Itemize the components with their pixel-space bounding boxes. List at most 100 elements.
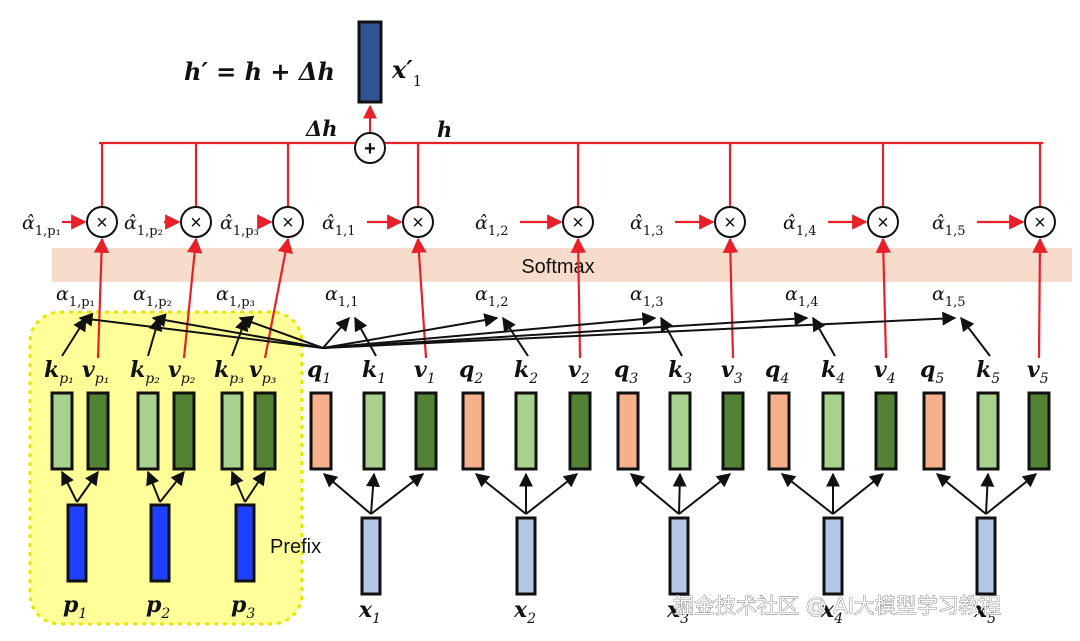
alpha-hat-label: α̂1,p₂ [124,212,163,239]
prefix-to-key-arrow [61,470,78,503]
prefix-value-label: vp₂ [168,357,196,387]
prefix-region [28,310,304,626]
value-vector [874,391,898,471]
key-score-arrow [354,316,377,357]
prefix-key-label: kp₁ [44,357,74,387]
input-to-key-arrow [672,472,687,515]
input-to-value-arrow [832,473,885,515]
value-to-mul-line [93,237,110,359]
input-token-label: x2 [513,597,536,627]
value-vector [1027,391,1051,471]
output-label: x′1 [391,55,422,90]
key-label: k4 [821,357,845,387]
key-label: k3 [668,357,692,387]
prefix-value-label: vp₃ [249,357,277,387]
delta-h-label: Δh [305,116,338,141]
query-score-arrow [322,311,957,349]
key-vector [668,391,692,471]
multiply-operator [867,206,899,238]
query-vector [922,391,946,471]
key-vector [821,391,845,471]
output-vector [357,20,383,104]
prefix-key-vector [50,391,74,471]
multiply-operator [402,206,434,238]
query-score-arrow [238,315,324,349]
input-to-query-arrow [935,473,987,515]
prefix-to-value-arrow [159,470,185,503]
value-label: v4 [874,357,896,387]
key-vector [976,391,1000,471]
value-to-mul-line [570,237,586,359]
alpha-hat-label: α̂1,4 [783,212,817,239]
input-to-value-arrow [370,473,425,515]
value-label: v5 [1027,357,1049,387]
prefix-token-label: p3 [231,592,255,622]
times-symbol: × [572,212,584,234]
multiply-operator [180,206,212,238]
times-symbol: × [190,212,202,234]
input-token-label: x3 [666,597,689,627]
times-symbol: × [282,212,294,234]
input-to-query-arrow [322,473,372,515]
key-score-arrow [231,316,249,357]
prefix-key-label: kp₂ [130,357,160,387]
multiply-operator [714,206,746,238]
multiply-operator [562,206,594,238]
prefix-key-vector [220,391,244,471]
alpha-label: α1,p₃ [216,283,255,310]
query-label: q4 [765,357,789,387]
query-score-arrow [78,312,324,349]
times-symbol: × [96,212,108,234]
key-score-arrow [61,316,87,357]
key-label: k1 [362,357,386,387]
alpha-hat-label: α̂1,p₁ [22,212,61,239]
prefix-token-label: p1 [63,592,87,622]
prefix-token-vector [66,503,88,583]
query-score-arrow [322,313,499,349]
alpha-label: α1,2 [475,283,509,310]
plus-operator [354,132,386,164]
input-token-vector [822,516,844,596]
prefix-key-label: kp₃ [214,357,244,387]
value-to-mul-line [722,237,739,359]
prefix-token-vector [149,503,171,583]
input-to-key-arrow [980,472,995,515]
value-to-mul-line [875,237,892,359]
equation: h′ = h + Δh [184,57,335,86]
prefix-value-vector [172,391,196,471]
value-label: v1 [414,357,436,387]
multiply-operator [272,206,304,238]
value-to-mul-line [182,237,203,359]
softmax-band [52,248,1072,282]
query-label: q3 [614,357,638,387]
alpha-label: α1,p₁ [56,283,95,310]
input-token-label: x5 [973,597,996,627]
prefix-to-key-arrow [230,470,246,503]
alpha-hat-label: α̂1,2 [475,212,509,239]
prefix-key-vector [136,391,160,471]
key-vector [362,391,386,471]
input-to-query-arrow [780,473,834,515]
input-token-vector [360,516,382,596]
alpha-label: α1,3 [630,283,664,310]
prefix-token-label: p2 [146,592,170,622]
query-label: q1 [307,357,331,387]
prefix-to-value-arrow [244,470,266,503]
alpha-label: α1,4 [785,283,819,310]
prefix-label: Prefix [270,536,321,558]
key-label: k5 [976,357,1000,387]
query-score-arrow [322,312,657,349]
input-to-value-arrow [525,473,579,515]
prefix-value-vector [86,391,110,471]
input-to-query-arrow [474,473,527,515]
key-vector [514,391,538,471]
times-symbol: × [724,212,736,234]
key-score-arrow [147,316,163,357]
input-token-label: x4 [820,597,843,627]
h-label: h [437,117,452,142]
multiply-operator [1024,206,1056,238]
value-label: v3 [721,357,743,387]
key-label: k2 [514,357,538,387]
input-to-value-arrow [678,473,732,515]
